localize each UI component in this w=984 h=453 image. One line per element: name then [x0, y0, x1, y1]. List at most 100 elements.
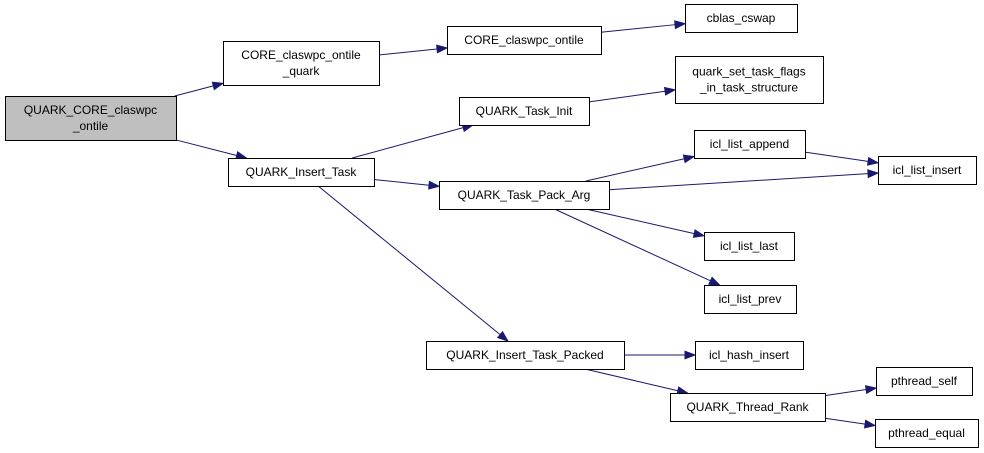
node-box	[459, 97, 590, 126]
node-label-line: pthread_self	[891, 374, 958, 388]
edge-n14-n15	[824, 385, 878, 397]
edge-n7-n9	[608, 169, 880, 191]
edge-n12-n14	[584, 368, 689, 396]
edge-line	[804, 151, 869, 162]
node-box	[228, 158, 375, 187]
arrowhead-icon	[866, 156, 880, 166]
node-quark-task-init[interactable]: QUARK_Task_Init	[459, 97, 590, 126]
node-icl-list-insert[interactable]: icl_list_insert	[878, 156, 977, 185]
edge-n7-n11	[554, 208, 721, 286]
node-icl-list-last[interactable]: icl_list_last	[704, 232, 795, 261]
node-box	[694, 130, 806, 159]
node-label-line: quark_set_task_flags	[692, 65, 805, 79]
node-label-line: cblas_cswap	[707, 11, 776, 25]
node-box	[439, 181, 610, 210]
node-quark-thread-rank[interactable]: QUARK_Thread_Rank	[670, 393, 826, 422]
arrowhead-icon	[436, 44, 449, 54]
edge-n7-n10	[585, 208, 706, 238]
arrowhead-icon	[428, 180, 441, 190]
node-box	[5, 96, 177, 141]
node-label-line: QUARK_Task_Pack_Arg	[458, 188, 591, 202]
node-label-line: icl_hash_insert	[709, 348, 790, 362]
node-label-line: icl_list_insert	[893, 163, 962, 177]
edge-n0-n4	[175, 139, 248, 160]
edge-line	[378, 48, 438, 56]
edge-line	[608, 173, 869, 191]
edge-n4-n7	[373, 179, 441, 190]
edge-n2-n3	[600, 20, 687, 33]
node-label-line: _in_task_structure	[699, 81, 798, 95]
edge-line	[175, 139, 237, 156]
edge-n4-n5	[352, 123, 475, 159]
node-icl-list-prev[interactable]: icl_list_prev	[704, 285, 797, 314]
edge-line	[585, 208, 695, 235]
node-core-claswpc-ontile-quark[interactable]: CORE_claswpc_ontile _quark	[223, 41, 380, 86]
node-core-claswpc-ontile[interactable]: CORE_claswpc_ontile	[447, 26, 602, 55]
edge-line	[317, 185, 501, 336]
arrowhead-icon	[682, 154, 696, 164]
node-box	[704, 285, 797, 314]
node-label-line: _quark	[282, 64, 321, 78]
node-box	[426, 341, 625, 370]
edge-line	[584, 368, 678, 392]
nodes-layer: QUARK_CORE_claswpc _ontile CORE_claswpc_on…	[5, 4, 979, 448]
node-box	[878, 156, 977, 185]
edge-n4-n12	[317, 185, 509, 342]
node-cblas-cswap[interactable]: cblas_cswap	[685, 4, 798, 33]
edge-n14-n16	[824, 417, 877, 429]
node-label-line: pthread_equal	[888, 426, 965, 440]
node-pthread-equal[interactable]: pthread_equal	[875, 419, 979, 448]
node-icl-hash-insert[interactable]: icl_hash_insert	[695, 341, 804, 370]
node-quark-insert-task[interactable]: QUARK_Insert_Task	[228, 158, 375, 187]
edge-line	[824, 417, 866, 425]
node-box	[670, 393, 826, 422]
arrowhead-icon	[211, 81, 225, 91]
edge-line	[373, 179, 430, 186]
node-label-line: CORE_claswpc_ontile	[241, 48, 361, 62]
node-label-line: _ontile	[72, 119, 109, 133]
node-box	[875, 419, 979, 448]
edge-line	[588, 90, 666, 103]
edges-layer	[174, 20, 880, 429]
edge-n7-n8	[585, 154, 696, 182]
node-label-line: QUARK_Thread_Rank	[686, 400, 809, 414]
edge-n5-n6	[588, 86, 677, 103]
node-pthread-self[interactable]: pthread_self	[876, 367, 973, 396]
arrowhead-icon	[674, 20, 687, 30]
edge-line	[824, 389, 867, 397]
arrowhead-icon	[864, 385, 878, 395]
node-box	[675, 56, 824, 104]
edge-line	[600, 24, 676, 33]
node-label-line: QUARK_Task_Init	[476, 104, 573, 118]
node-box	[695, 341, 804, 370]
node-label-line: CORE_claswpc_ontile	[464, 33, 584, 47]
node-label-line: icl_list_last	[720, 239, 779, 253]
arrowhead-icon	[863, 419, 877, 429]
arrowhead-icon	[663, 86, 677, 96]
edge-line	[352, 127, 464, 159]
node-label-line: icl_list_prev	[719, 292, 782, 306]
node-quark-set-task-flags-in-task-structure[interactable]: quark_set_task_flags _in_task_structure	[675, 56, 824, 104]
node-label-line: QUARK_CORE_claswpc	[24, 103, 157, 117]
node-box	[685, 4, 798, 33]
edge-n8-n9	[804, 151, 880, 166]
node-quark-insert-task-packed[interactable]: QUARK_Insert_Task_Packed	[426, 341, 625, 370]
edge-n12-n13	[624, 350, 697, 360]
node-box	[223, 41, 380, 86]
node-box	[704, 232, 795, 261]
node-label-line: QUARK_Insert_Task_Packed	[446, 348, 603, 362]
node-quark-task-pack-arg[interactable]: QUARK_Task_Pack_Arg	[439, 181, 610, 210]
edge-line	[585, 158, 685, 182]
node-box	[876, 367, 973, 396]
node-label-line: icl_list_append	[710, 137, 789, 151]
node-box	[447, 26, 602, 55]
node-quark-core-claswpc-ontile[interactable]: QUARK_CORE_claswpc _ontile	[5, 96, 177, 141]
arrowhead-icon	[708, 276, 721, 286]
node-label-line: QUARK_Insert_Task	[246, 165, 358, 179]
arrowhead-icon	[867, 169, 880, 179]
node-icl-list-append[interactable]: icl_list_append	[694, 130, 806, 159]
arrowhead-icon	[692, 229, 706, 238]
arrowhead-icon	[496, 330, 509, 342]
edge-n0-n1	[174, 81, 225, 97]
